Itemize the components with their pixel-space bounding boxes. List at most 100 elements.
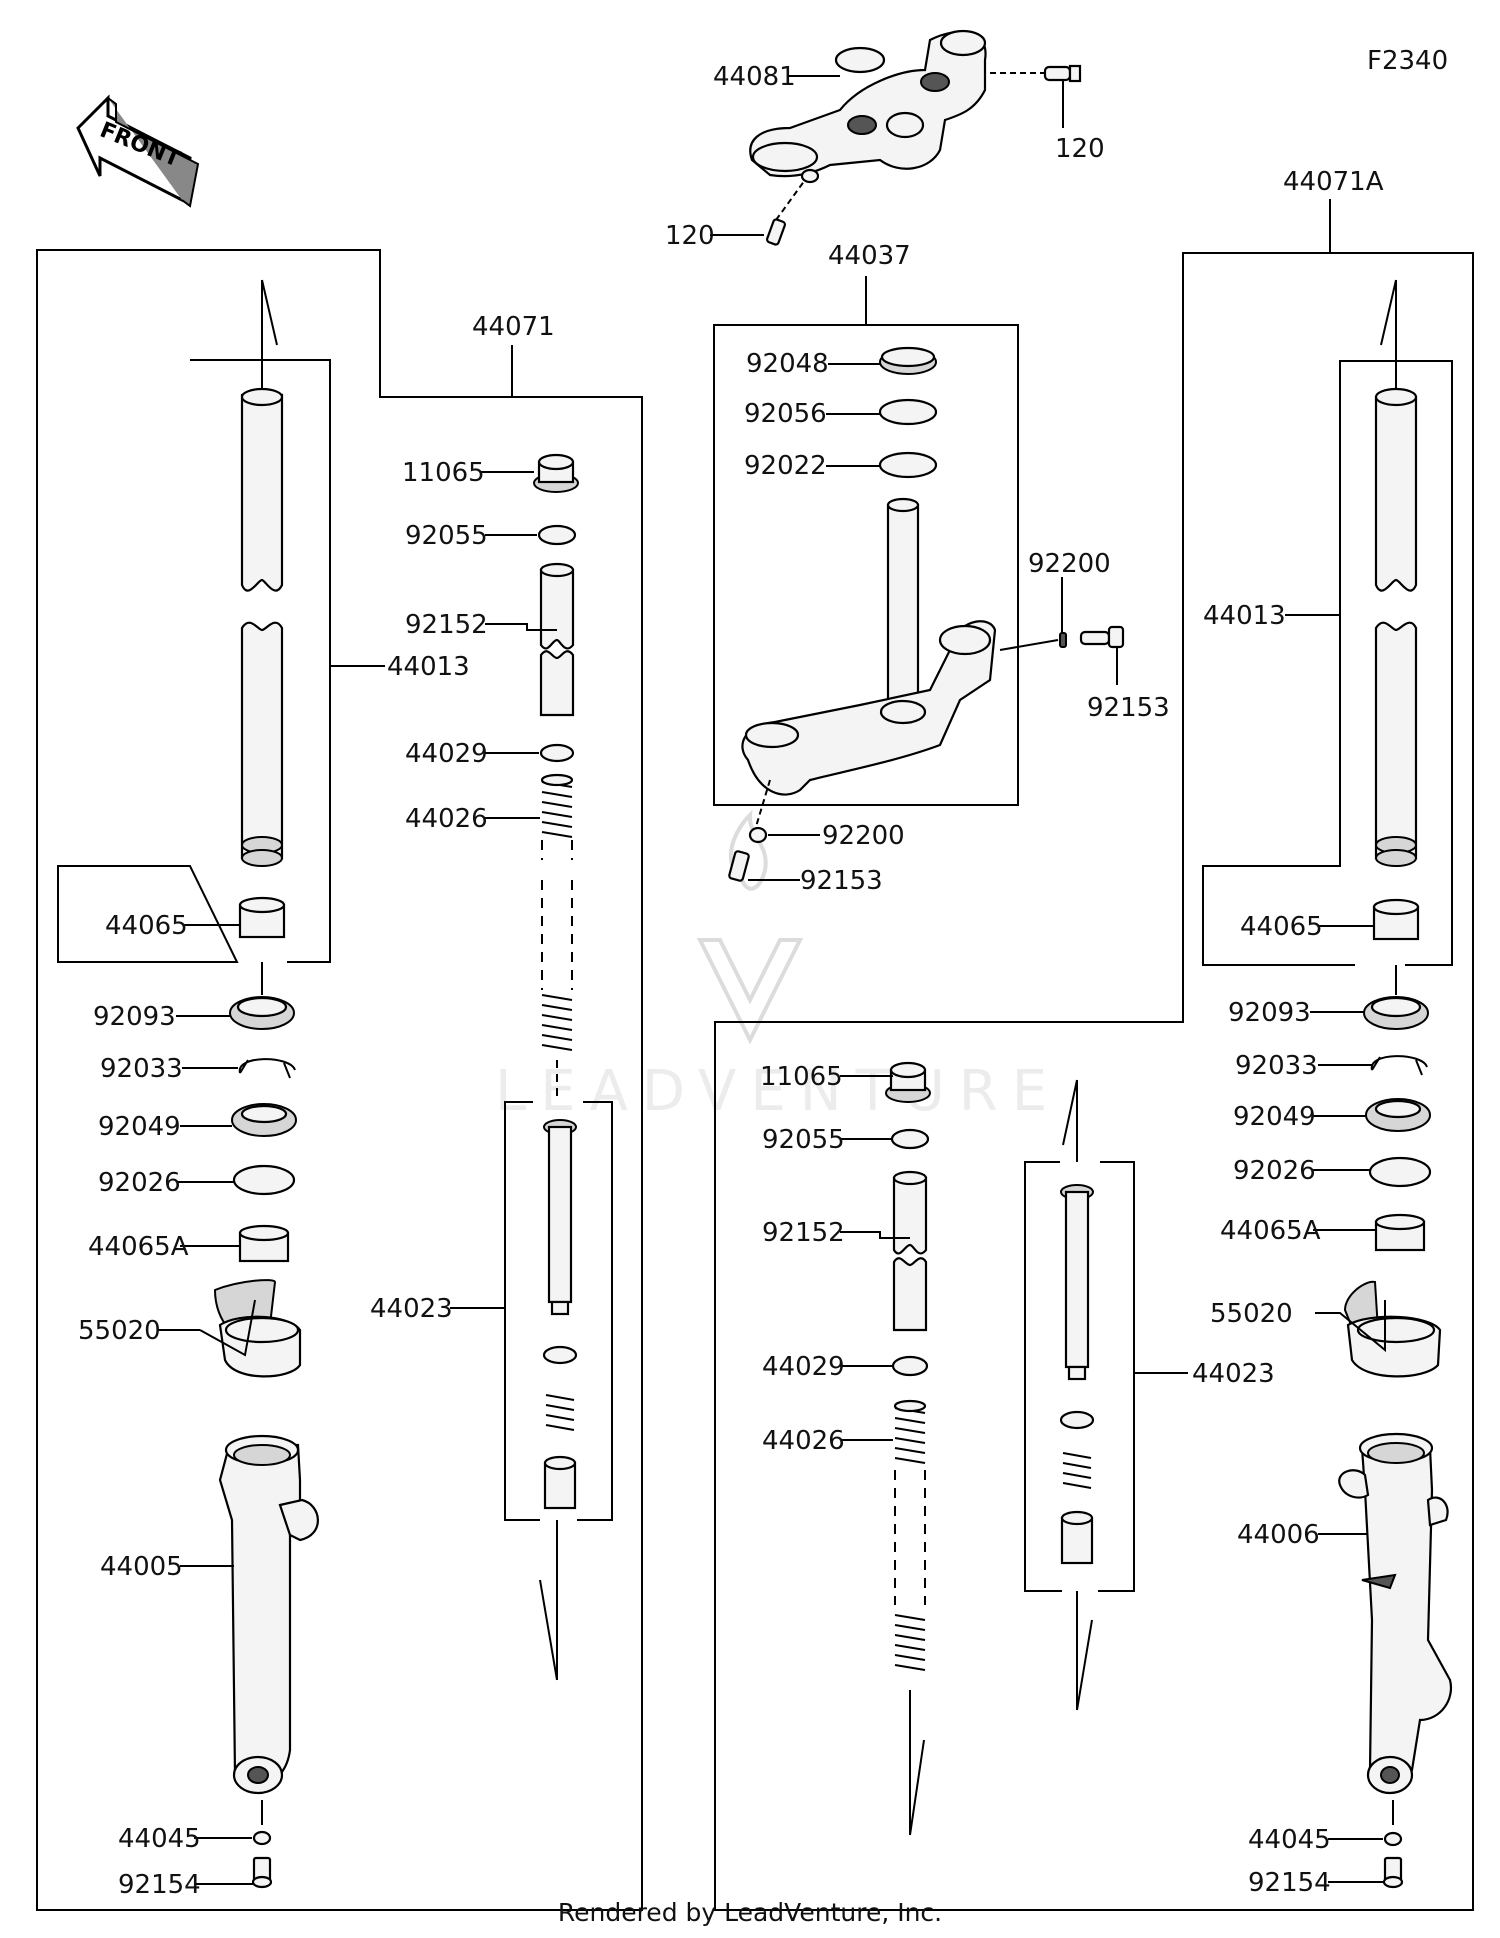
watermark-text: LEADVENTURE (495, 1059, 1061, 1124)
label-55020-right: 55020 (1210, 1299, 1293, 1329)
steering-stem (741, 497, 997, 796)
label-92200-bottom: 92200 (822, 821, 905, 851)
right-seal-92093 (1363, 996, 1429, 1030)
label-44023-left: 44023 (370, 1294, 453, 1324)
label-55020-left: 55020 (78, 1316, 161, 1346)
label-92154-left: 92154 (118, 1870, 201, 1900)
left-spacer-92152 (539, 562, 575, 717)
left-guard-55020 (213, 1279, 302, 1378)
front-direction-arrow: FRONT (76, 94, 200, 208)
right-inner-tube-box (1202, 360, 1453, 966)
left-oring-92055 (537, 524, 577, 546)
label-92200-top: 92200 (1028, 549, 1111, 579)
label-44029-right: 44029 (762, 1352, 845, 1382)
label-92026-left: 92026 (98, 1168, 181, 1198)
pin-92200-bottom (748, 826, 768, 844)
upper-triple-clamp (749, 29, 987, 184)
right-cap-bolt-11065 (885, 1061, 931, 1103)
left-bolt-92154 (251, 1856, 273, 1889)
right-bushing-44065 (1372, 898, 1420, 941)
watermark-logo: LEADVENTURE (495, 809, 1061, 1124)
right-inner-tube (1374, 279, 1418, 867)
left-clip-92033 (238, 1058, 296, 1079)
diagram-code: F2340 (1367, 46, 1448, 76)
right-bushing-44065A (1374, 1213, 1426, 1252)
left-seal-92049 (231, 1103, 297, 1137)
label-92153-bottom: 92153 (800, 866, 883, 896)
label-44065A-left: 44065A (88, 1232, 189, 1262)
label-92033-right: 92033 (1235, 1051, 1318, 1081)
left-outer-tube (218, 1434, 319, 1795)
label-44065A-right: 44065A (1220, 1216, 1321, 1246)
left-inner-tube-box (57, 359, 331, 963)
right-damper-rod-44023 (1059, 1184, 1095, 1565)
label-92055-left: 92055 (405, 521, 488, 551)
left-washer-44029 (539, 743, 575, 763)
right-washer-92026 (1368, 1156, 1432, 1188)
label-44037: 44037 (828, 241, 911, 271)
label-92022: 92022 (744, 451, 827, 481)
left-cap-bolt-11065 (533, 453, 579, 493)
label-92056: 92056 (744, 399, 827, 429)
bearing-92048 (879, 346, 937, 375)
callout-labels: 44081 120 120 44037 92048 92056 92022 92… (78, 62, 1384, 1900)
label-44023-right: 44023 (1192, 1359, 1275, 1389)
label-44026-right: 44026 (762, 1426, 845, 1456)
label-92048: 92048 (746, 349, 829, 379)
left-damper-rod-44023 (542, 1119, 578, 1510)
label-92154-right: 92154 (1248, 1868, 1331, 1898)
label-92152-right: 92152 (762, 1218, 845, 1248)
label-11065-right: 11065 (760, 1062, 843, 1092)
label-120-left: 120 (665, 221, 715, 251)
right-spring-44026 (893, 1399, 927, 1671)
label-44081: 44081 (713, 62, 796, 92)
right-guard-55020 (1343, 1280, 1442, 1378)
left-damper-box (504, 1101, 613, 1521)
right-damper-box (1024, 1161, 1135, 1592)
label-92093-left: 92093 (93, 1002, 176, 1032)
right-spacer-92152 (892, 1170, 928, 1332)
left-bushing-44065 (238, 896, 286, 939)
label-44045-left: 44045 (118, 1824, 201, 1854)
label-92152-left: 92152 (405, 610, 488, 640)
label-92055-right: 92055 (762, 1125, 845, 1155)
right-seal-92049 (1365, 1098, 1431, 1132)
left-spring-44026 (540, 773, 574, 1051)
label-11065-left: 11065 (402, 458, 485, 488)
label-92049-right: 92049 (1233, 1102, 1316, 1132)
label-92049-left: 92049 (98, 1112, 181, 1142)
label-44013-left: 44013 (387, 652, 470, 682)
bolt-120-right (1043, 64, 1082, 83)
left-bushing-44065A (238, 1224, 290, 1263)
right-washer-44045 (1383, 1831, 1403, 1847)
label-44045-right: 44045 (1248, 1825, 1331, 1855)
label-120-right: 120 (1055, 134, 1105, 164)
footer-credit: Rendered by LeadVenture, Inc. (557, 1898, 943, 1927)
label-44065-right: 44065 (1240, 912, 1323, 942)
bolt-92153-right (1079, 625, 1125, 649)
label-92153-right: 92153 (1087, 693, 1170, 723)
right-clip-92033 (1370, 1055, 1428, 1076)
label-92026-right: 92026 (1233, 1156, 1316, 1186)
left-fork-assembly-box (36, 249, 643, 1911)
label-44013-right: 44013 (1203, 601, 1286, 631)
right-bolt-92154 (1382, 1856, 1404, 1889)
left-seal-92093 (229, 996, 295, 1030)
left-inner-tube (240, 279, 284, 867)
label-44065-left: 44065 (105, 911, 188, 941)
seal-92056 (878, 398, 938, 426)
label-44071: 44071 (472, 312, 555, 342)
right-oring-92055 (890, 1128, 930, 1150)
right-fork-assembly-box (714, 252, 1474, 1911)
pin-92200-top (1059, 632, 1067, 648)
right-washer-44029 (891, 1355, 929, 1377)
label-44071A: 44071A (1283, 167, 1384, 197)
left-washer-44045 (252, 1830, 272, 1846)
label-92033-left: 92033 (100, 1054, 183, 1084)
left-washer-92026 (232, 1164, 296, 1196)
label-44006: 44006 (1237, 1520, 1320, 1550)
washer-92022 (878, 451, 938, 479)
label-44026-left: 44026 (405, 804, 488, 834)
outline-boxes (36, 199, 1474, 1911)
